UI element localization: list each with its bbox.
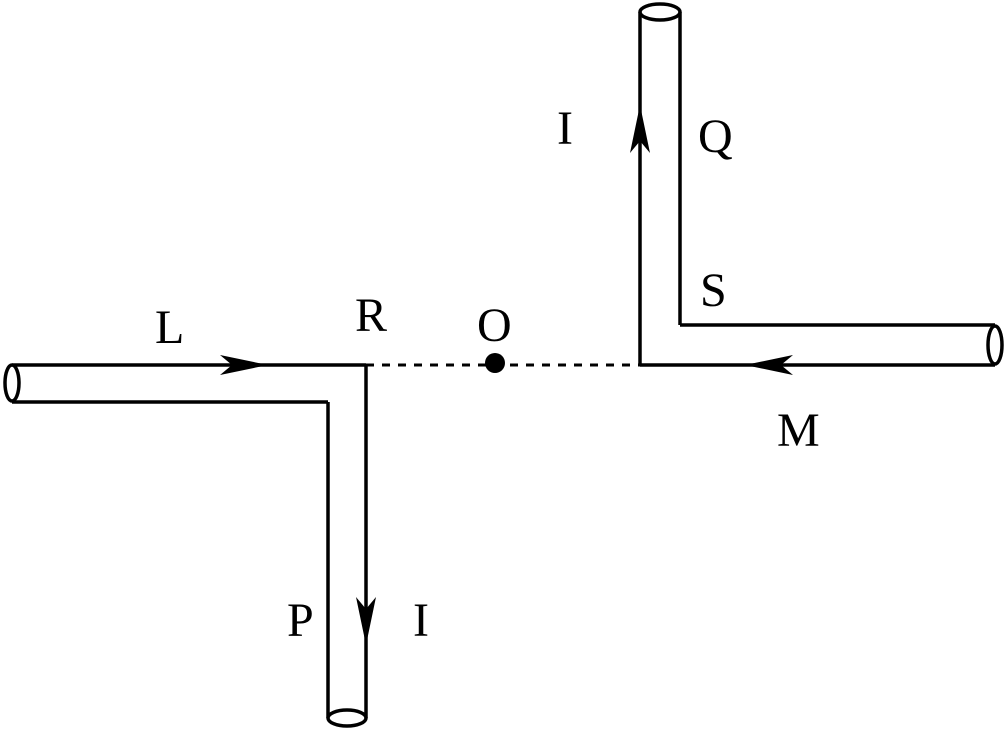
label-O: O <box>477 299 512 352</box>
arrow-up-icon <box>630 105 650 153</box>
bottom-wire-end-cap <box>326 708 368 728</box>
label-M: M <box>777 404 820 457</box>
right-wire <box>638 2 1004 367</box>
top-wire-end-cap <box>638 2 682 22</box>
right-wire-end-cap <box>986 324 1004 366</box>
label-L: L <box>155 301 184 354</box>
label-I-bottom: I <box>413 594 429 647</box>
left-wire-end-cap <box>3 363 21 403</box>
label-S: S <box>700 264 727 317</box>
arrow-right-icon <box>220 355 268 375</box>
arrow-down-icon <box>356 597 376 645</box>
point-O <box>485 353 505 373</box>
arrow-left-icon <box>745 355 793 375</box>
label-I-top: I <box>557 102 573 155</box>
left-wire <box>3 363 368 728</box>
label-P: P <box>287 594 314 647</box>
label-Q: Q <box>698 110 733 163</box>
label-R: R <box>355 289 387 342</box>
